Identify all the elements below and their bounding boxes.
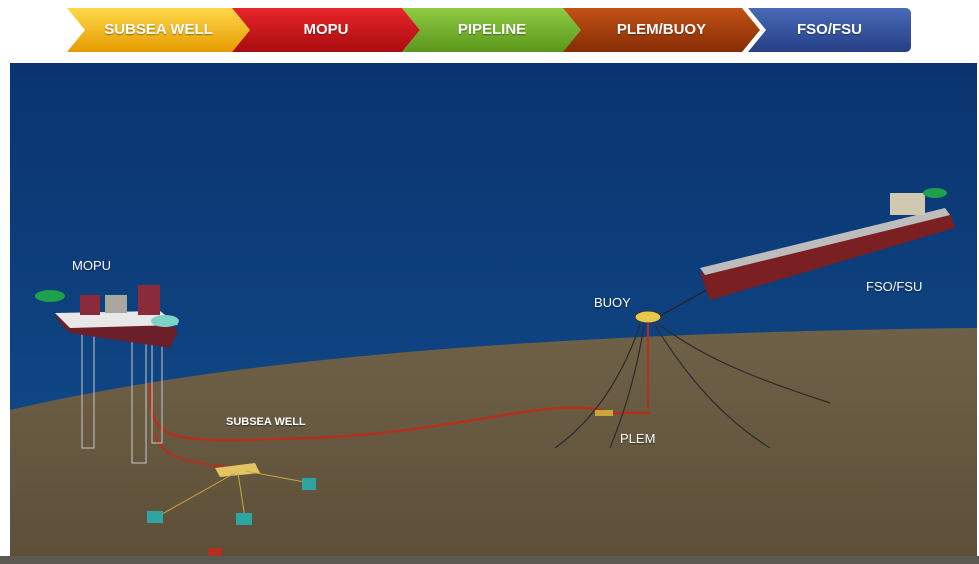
chevron-label: PIPELINE — [457, 21, 527, 38]
chevron-label: FSO/FSU — [796, 21, 862, 38]
chevron-pipeline: PIPELINE — [402, 8, 582, 52]
pipeline — [148, 382, 650, 442]
chevron-fso-fsu: FSO/FSU — [748, 8, 911, 52]
fso-vessel — [700, 188, 955, 300]
label-fso-fsu: FSO/FSU — [866, 279, 923, 294]
chevron-subsea-well: SUBSEA WELL — [67, 8, 250, 52]
subsea-manifold — [215, 463, 260, 477]
well-jumpers — [154, 470, 311, 519]
chevron-label: SUBSEA WELL — [104, 21, 213, 38]
plem — [595, 410, 613, 416]
chevron-mopu: MOPU — [232, 8, 420, 52]
mooring-lines — [554, 324, 831, 449]
subsea-wells — [147, 478, 316, 556]
mopu-platform — [35, 285, 179, 348]
label-subsea-well: SUBSEA WELL — [226, 416, 306, 428]
offshore-field-scene — [10, 63, 977, 556]
label-plem: PLEM — [620, 431, 656, 446]
seabed — [10, 328, 977, 556]
buoy — [634, 310, 662, 324]
chevron-label: PLEM/BUOY — [616, 21, 707, 38]
hawser — [659, 287, 711, 317]
chevron-label: MOPU — [303, 21, 349, 38]
flowline — [154, 432, 231, 468]
bottom-strip — [0, 556, 979, 564]
label-mopu: MOPU — [72, 258, 111, 273]
chevron-plem-buoy: PLEM/BUOY — [563, 8, 760, 52]
label-buoy: BUOY — [594, 295, 631, 310]
